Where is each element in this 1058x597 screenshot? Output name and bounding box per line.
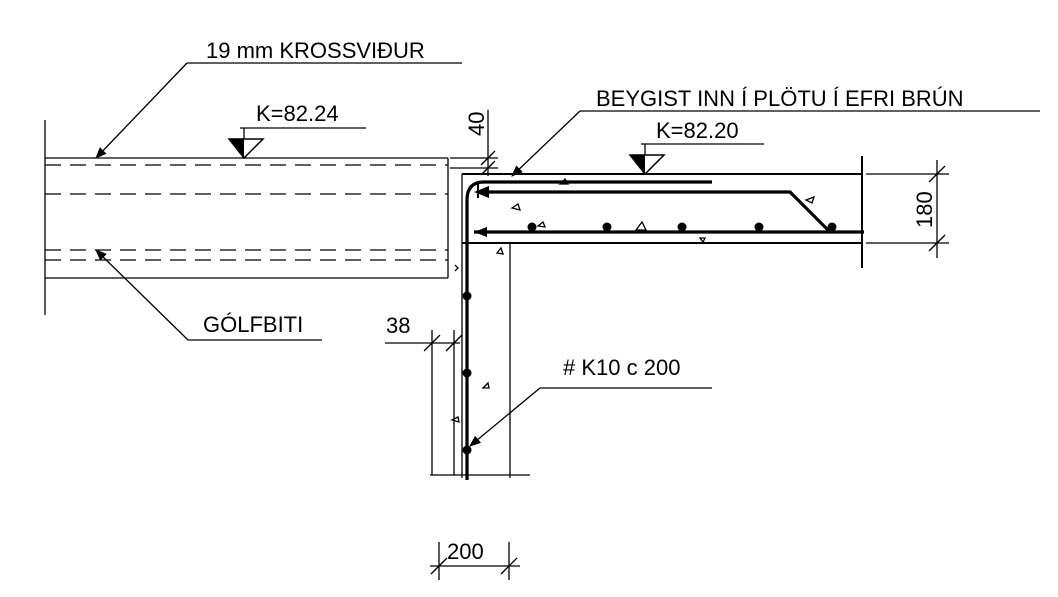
dimension-200: [430, 542, 520, 580]
rebar-dots: [462, 222, 837, 455]
joist-and-plywood: [44, 120, 449, 315]
reinforcement: [465, 180, 864, 480]
dim-40-label: 40: [464, 112, 489, 136]
dim-180-label: 180: [912, 191, 937, 228]
level-label-left: K=82.24: [256, 101, 339, 126]
level-marker-left: [227, 127, 366, 160]
plywood-label: 19 mm KROSSVIÐUR: [206, 38, 425, 63]
leader-plywood: [95, 62, 462, 159]
concrete-outline: [430, 156, 863, 478]
level-marker-right: [628, 143, 764, 176]
joist-label: GÓLFBITI: [203, 312, 303, 337]
dim-38-label: 38: [386, 313, 410, 338]
rebar-label: # K10 c 200: [563, 355, 680, 380]
leader-bend: [511, 110, 1040, 177]
leader-joist: [95, 249, 322, 341]
dimension-38: [385, 334, 463, 352]
bend-label: BEYGIST INN Í PLÖTU Í EFRI BRÚN: [596, 86, 964, 111]
dim-200-label: 200: [447, 539, 484, 564]
dimension-40: [450, 110, 498, 176]
concrete-hatch: [450, 177, 816, 423]
leader-rebar: [469, 387, 712, 447]
level-label-right: K=82.20: [656, 118, 739, 143]
dimension-180: [866, 160, 949, 258]
